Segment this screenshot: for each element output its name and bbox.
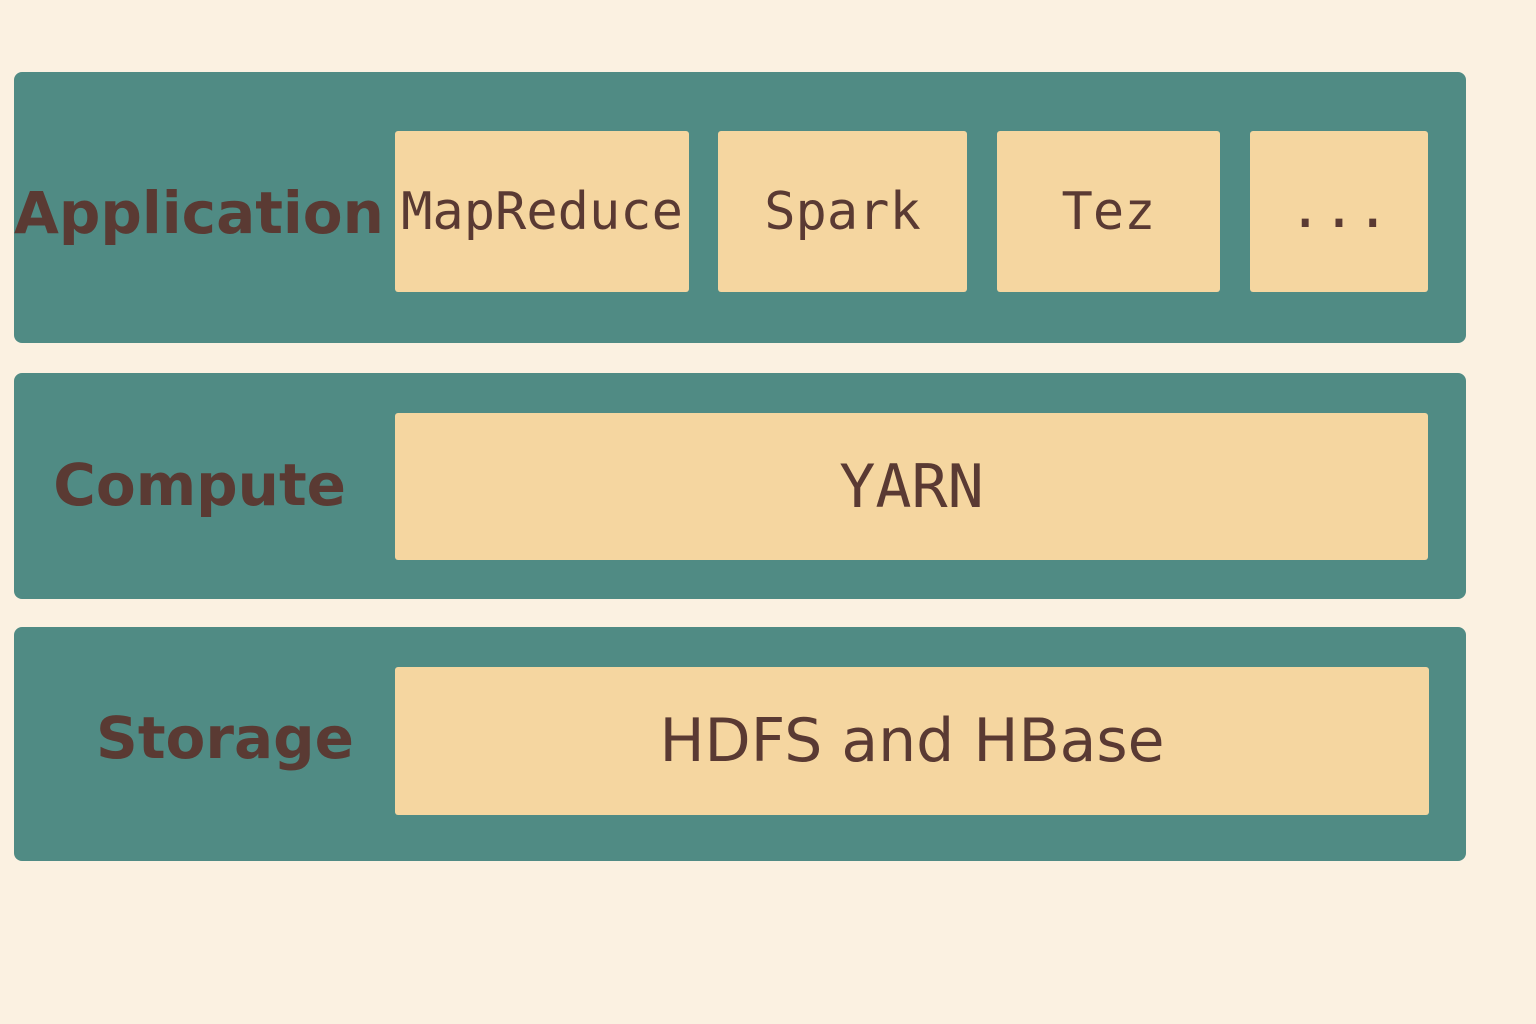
- more-applications-box: ...: [1250, 131, 1428, 292]
- application-layer-label: Application: [14, 179, 384, 247]
- hdfs-hbase-box: HDFS and HBase: [395, 667, 1429, 815]
- tez-box: Tez: [997, 131, 1220, 292]
- compute-layer: Compute YARN: [14, 373, 1466, 599]
- application-layer: Application MapReduce Spark Tez ...: [14, 72, 1466, 343]
- storage-layer-label: Storage: [96, 704, 354, 772]
- spark-box: Spark: [718, 131, 967, 292]
- yarn-box: YARN: [395, 413, 1428, 560]
- storage-layer: Storage HDFS and HBase: [14, 627, 1466, 861]
- compute-layer-label: Compute: [53, 451, 346, 519]
- mapreduce-box: MapReduce: [395, 131, 689, 292]
